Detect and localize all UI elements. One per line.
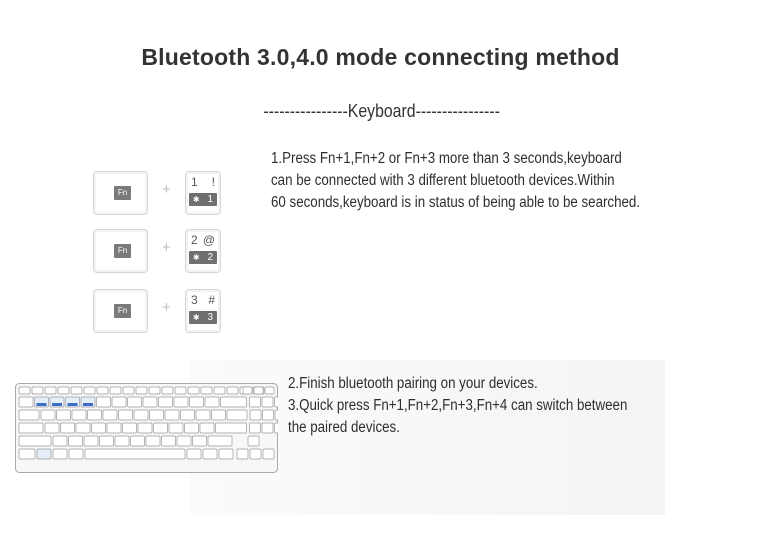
fn-key: Fn bbox=[93, 171, 148, 215]
step-3-line: 3.Quick press Fn+1,Fn+2,Fn+3,Fn+4 can sw… bbox=[288, 397, 628, 414]
fn-label: Fn bbox=[114, 244, 131, 258]
step-3-line: the paired devices. bbox=[288, 419, 400, 436]
keyboard-icon bbox=[15, 383, 278, 473]
bluetooth-icon: ✱ bbox=[192, 253, 200, 262]
key-bottom-label: 3 bbox=[207, 312, 214, 323]
bluetooth-icon: ✱ bbox=[192, 313, 200, 322]
section-heading-keyboard: ----------------Keyboard---------------- bbox=[263, 101, 500, 121]
key-bottom-label: 1 bbox=[207, 194, 214, 205]
step-1-line: 1.Press Fn+1,Fn+2 or Fn+3 more than 3 se… bbox=[271, 150, 622, 167]
step-1-instructions: 1.Press Fn+1,Fn+2 or Fn+3 more than 3 se… bbox=[271, 148, 640, 214]
step-2-line: 2.Finish bluetooth pairing on your devic… bbox=[288, 375, 538, 392]
key-symbol-label: @ bbox=[202, 233, 215, 247]
number-key-3: 3 # ✱ 3 bbox=[185, 289, 221, 333]
key-bottom-label: 2 bbox=[207, 252, 214, 263]
step-2-3-instructions: 2.Finish bluetooth pairing on your devic… bbox=[288, 373, 627, 439]
plus-sign: + bbox=[162, 239, 171, 256]
number-key-1: 1! ✱ 1 bbox=[185, 171, 221, 215]
plus-sign: + bbox=[162, 181, 171, 198]
key-main-label: 3 bbox=[191, 293, 198, 307]
page-title: Bluetooth 3.0,4.0 mode connecting method bbox=[141, 44, 620, 70]
key-symbol-label: ! bbox=[211, 175, 215, 189]
bluetooth-icon: ✱ bbox=[192, 195, 200, 204]
key-combo-fn-1: Fn + 1! ✱ 1 bbox=[93, 171, 223, 217]
step-1-line: 60 seconds,keyboard is in status of bein… bbox=[271, 194, 641, 211]
fn-label: Fn bbox=[114, 304, 131, 318]
number-key-2: 2 @ ✱ 2 bbox=[185, 229, 221, 273]
key-combo-fn-2: Fn + 2 @ ✱ 2 bbox=[93, 229, 223, 275]
fn-label: Fn bbox=[114, 186, 131, 200]
key-main-label: 2 bbox=[191, 233, 198, 247]
key-main-label: 1 bbox=[191, 175, 198, 189]
key-symbol-label: # bbox=[208, 293, 215, 307]
fn-key: Fn bbox=[93, 229, 148, 273]
key-combo-fn-3: Fn + 3 # ✱ 3 bbox=[93, 289, 223, 335]
fn-key: Fn bbox=[93, 289, 148, 333]
plus-sign: + bbox=[162, 299, 171, 316]
step-1-line: can be connected with 3 different blueto… bbox=[271, 172, 615, 189]
